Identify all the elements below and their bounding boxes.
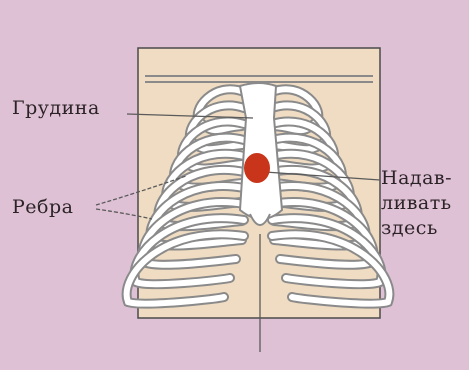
sternum-bone [240,83,282,219]
sternum-label: Грудина [12,97,100,119]
press-label-line-3: здесь [381,216,452,241]
ribs-label: Ребра [12,196,73,218]
press-here-label: Надав- ливать здесь [381,166,452,241]
red-dot-icon [244,153,270,183]
press-label-line-2: ливать [381,191,452,216]
press-label-line-1: Надав- [381,166,452,191]
